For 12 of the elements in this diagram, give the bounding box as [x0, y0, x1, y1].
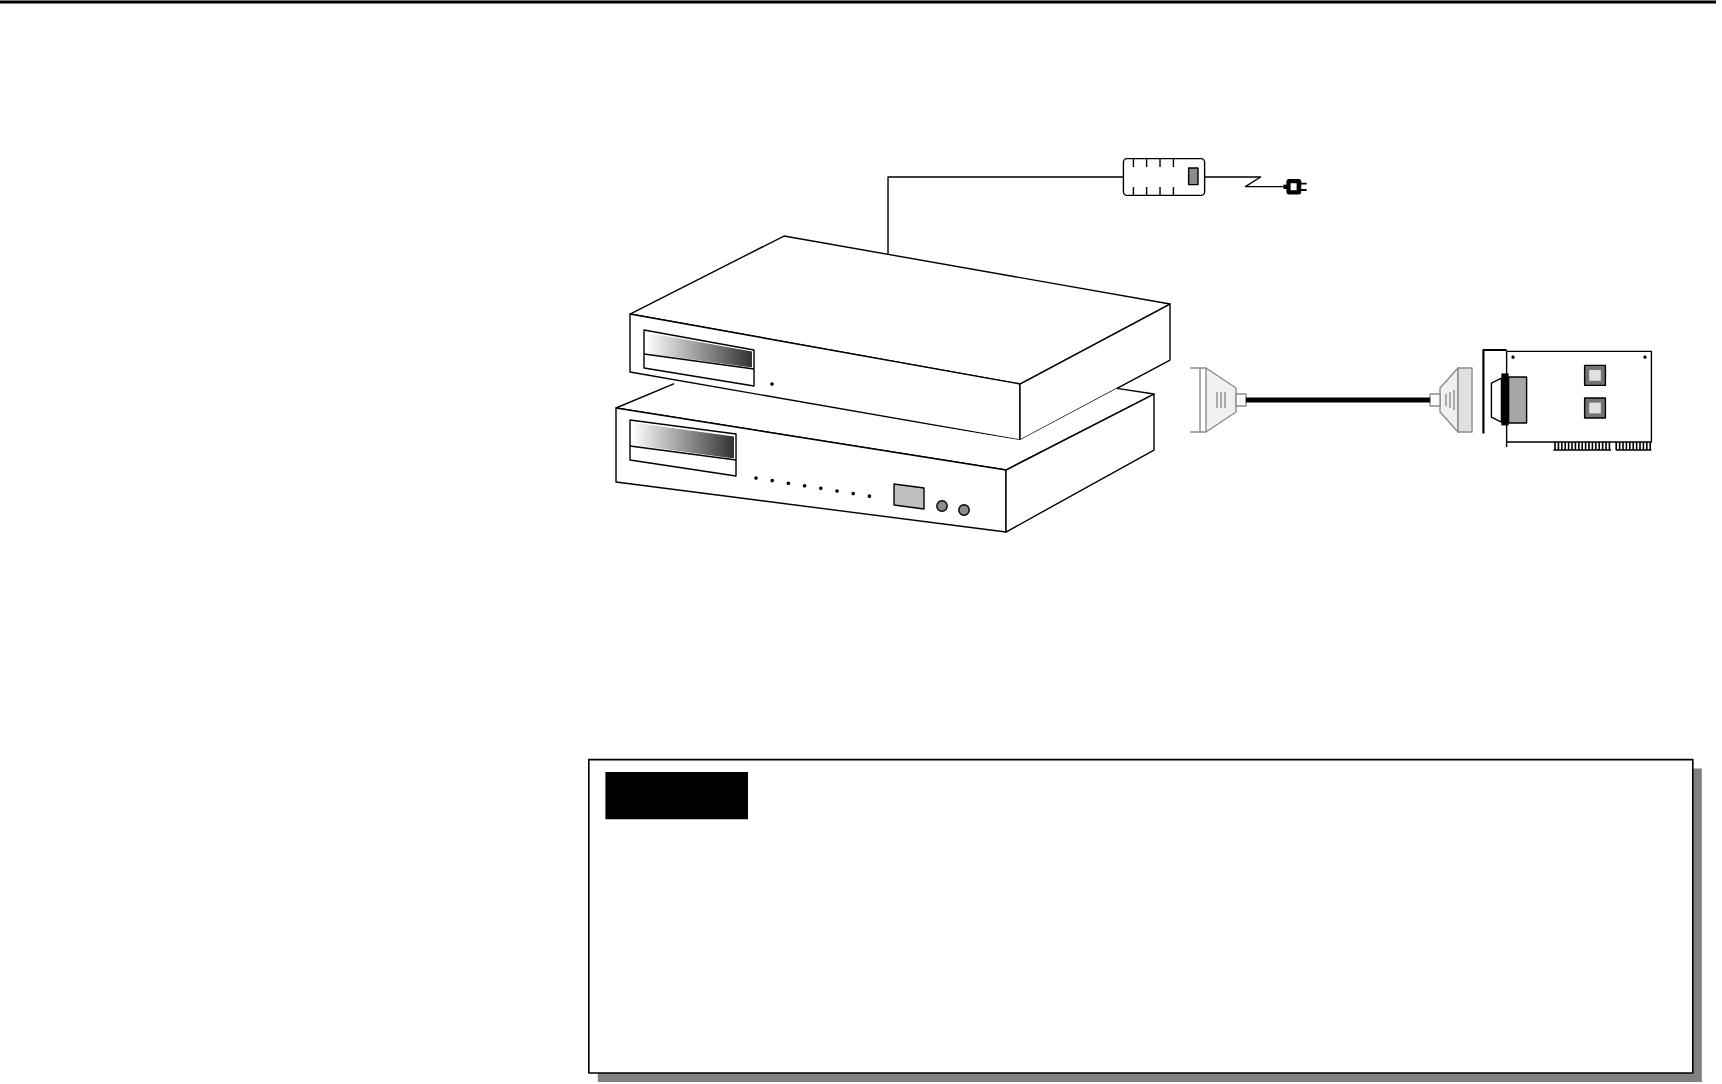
cable: [1246, 397, 1430, 403]
cable-connector-drawing: [1429, 367, 1473, 433]
power-adapter-drawing: [1122, 157, 1206, 197]
heading-tab: [605, 772, 748, 820]
device-drawing: [629, 235, 1171, 441]
cord: [1203, 176, 1285, 188]
device-drawing: [615, 382, 1155, 533]
cable-connector-drawing: [1189, 367, 1247, 433]
power-plug-drawing: [1283, 179, 1308, 195]
expansion-card-drawing: [1482, 348, 1653, 451]
note-box: [588, 758, 1702, 1082]
cord: [887, 176, 1125, 255]
